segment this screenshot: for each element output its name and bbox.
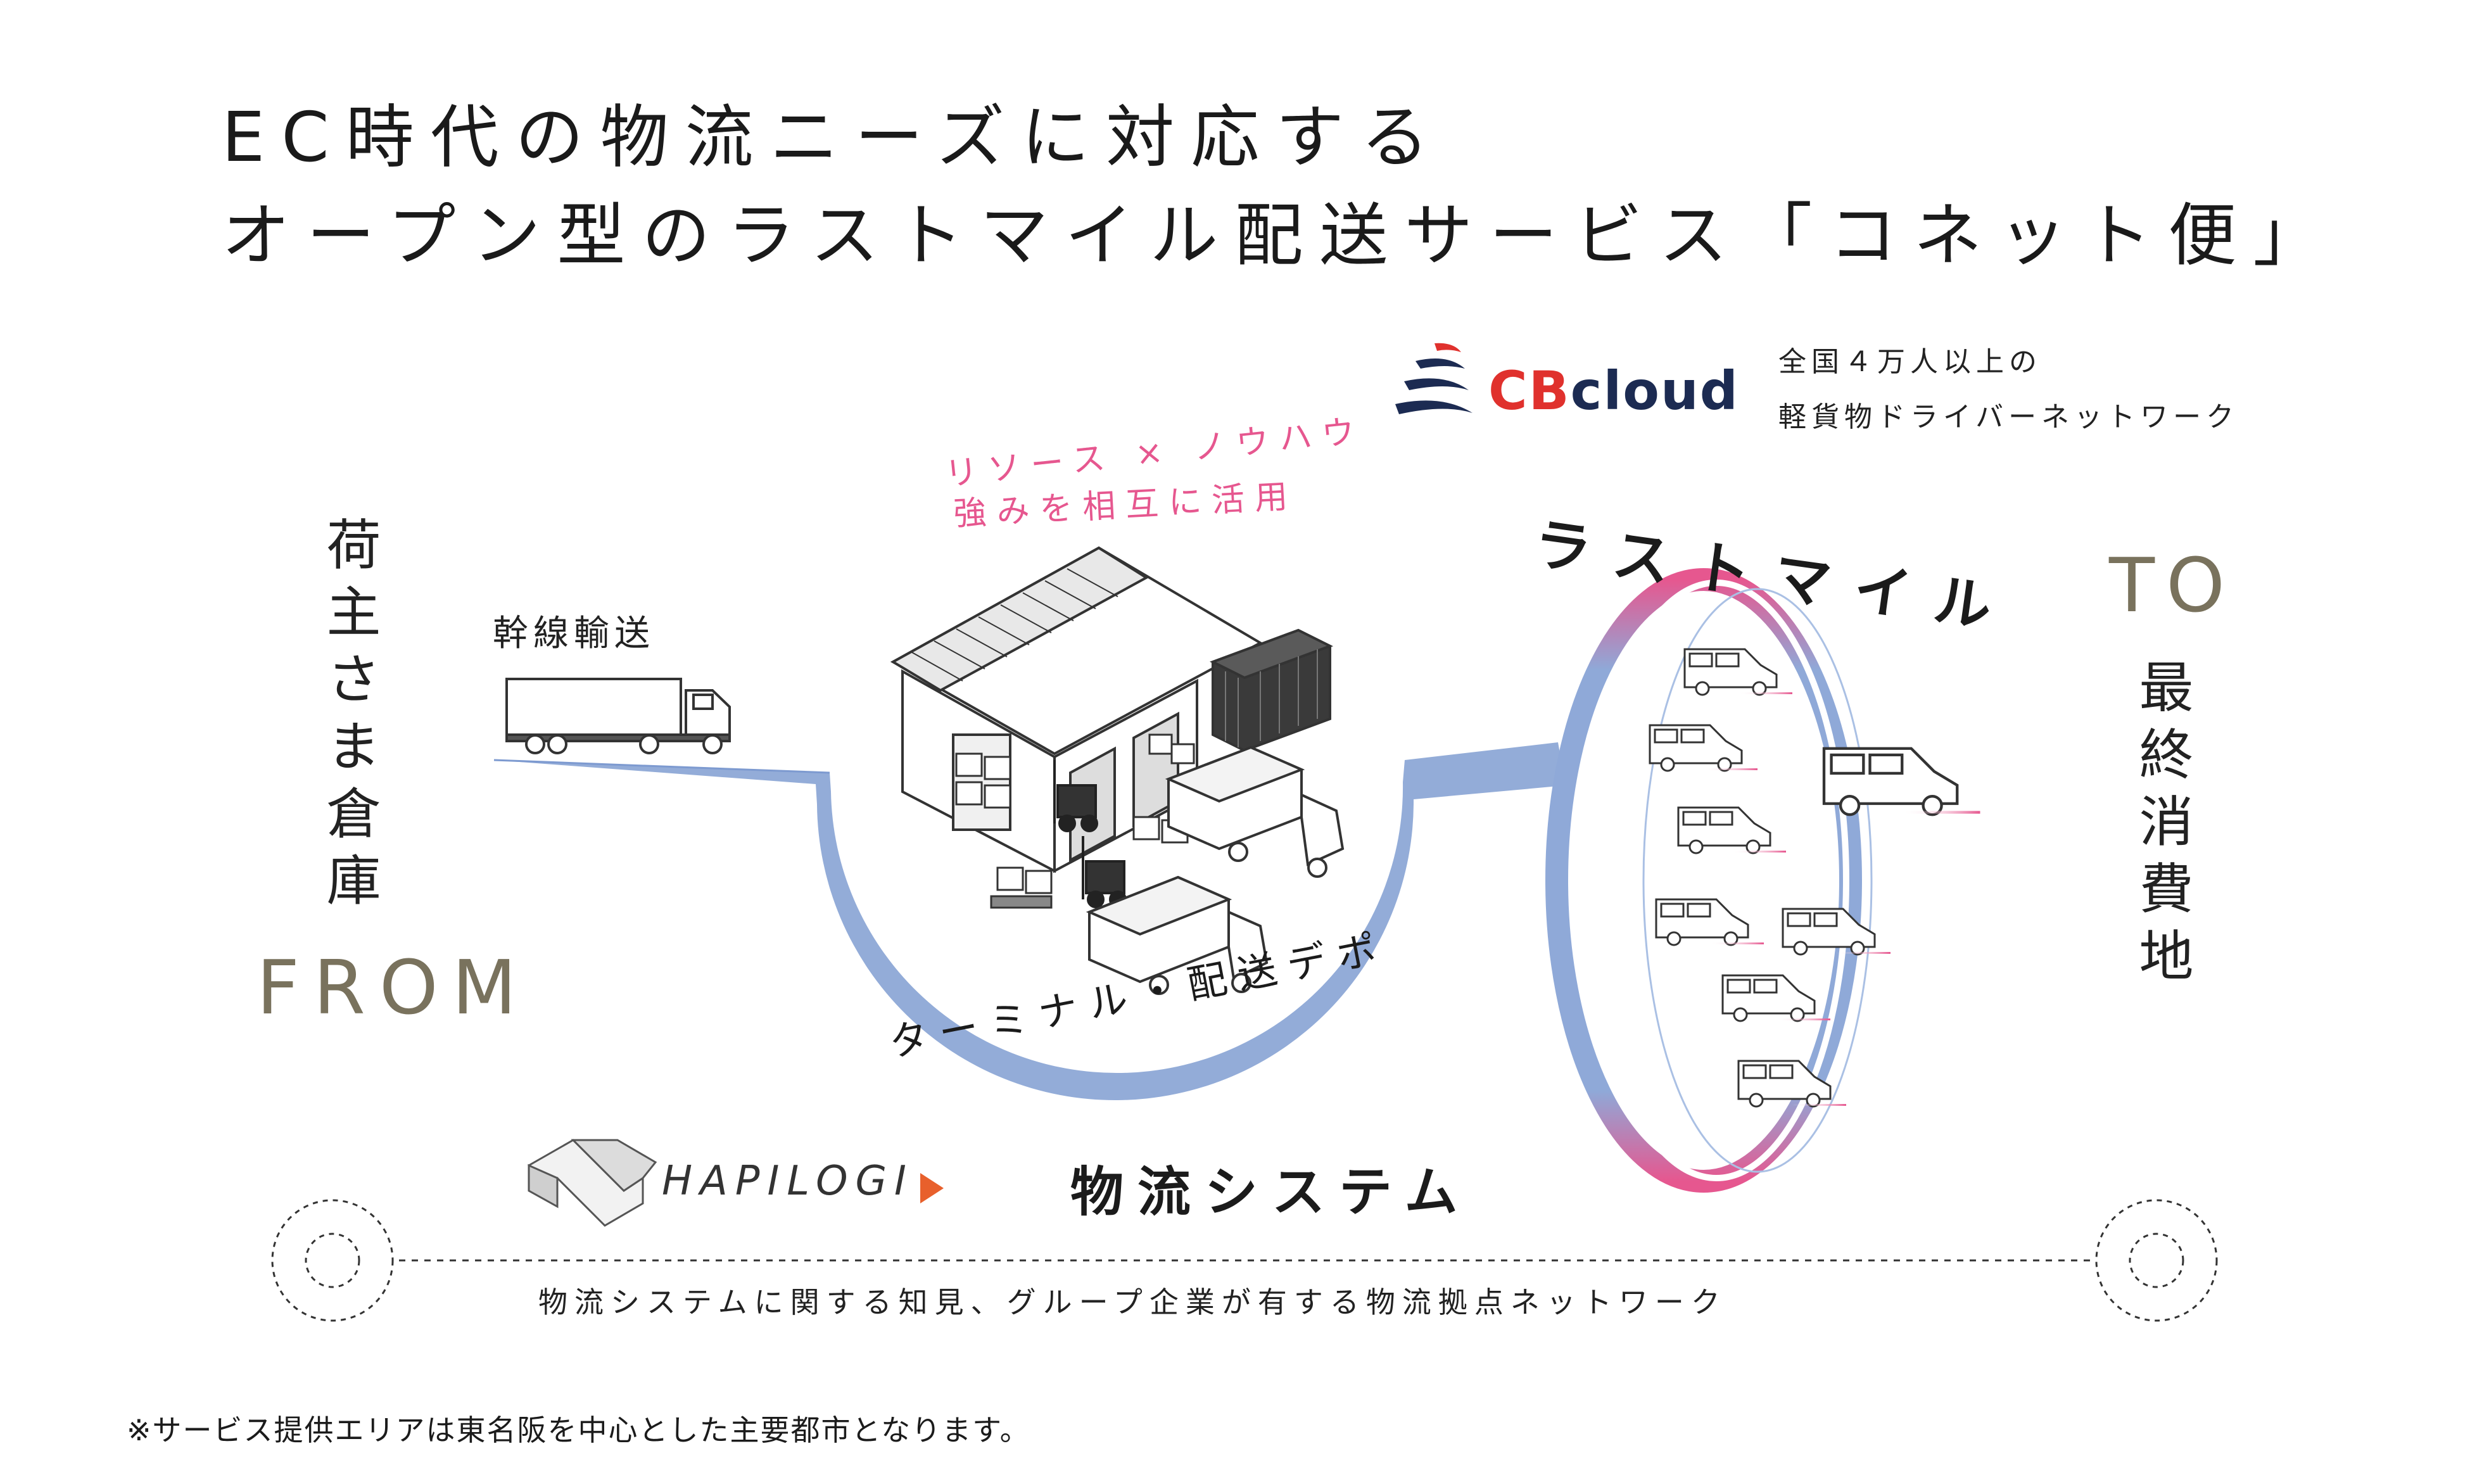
truck-icon bbox=[505, 678, 731, 754]
flow-path bbox=[494, 742, 1566, 1101]
truck-icon bbox=[1086, 875, 1269, 995]
footnote: ※サービス提供エリアは東名阪を中心とした主要都市となります。 bbox=[127, 1413, 1030, 1447]
cbcloud-logo-icon bbox=[1395, 343, 1472, 414]
from-label: FROM bbox=[256, 944, 531, 1031]
cbcloud-desc-line-1: 全国４万人以上の bbox=[1778, 346, 2042, 378]
to-label: TO bbox=[2109, 542, 2236, 629]
warehouse-icon bbox=[890, 546, 1264, 873]
truck-icon bbox=[1165, 745, 1345, 878]
forklift-icon bbox=[1053, 760, 1127, 908]
hapilogi-arrow-icon bbox=[920, 1173, 944, 1203]
van-icon bbox=[1649, 648, 1980, 1108]
title-line-1: EC時代の物流ニーズに対応する bbox=[222, 98, 1446, 177]
hapilogi-logo-text: HAPILOGI bbox=[662, 1158, 914, 1205]
cbcloud-logo: CBcloud bbox=[1390, 336, 1738, 437]
system-label: 物流システム bbox=[1070, 1161, 1472, 1223]
title-line-2: オープン型のラストマイル配送サービス「コネット便」 bbox=[222, 196, 2338, 276]
last-mile-ring bbox=[1545, 568, 1873, 1193]
trunk-label: 幹線輸送 bbox=[493, 613, 655, 654]
hapilogi-logo-icon bbox=[528, 1139, 657, 1227]
cbcloud-logo-cloud: cloud bbox=[1570, 360, 1739, 422]
consumer-label: 最終消費地 bbox=[2129, 659, 2193, 994]
cbcloud-logo-cb: CB bbox=[1488, 360, 1571, 422]
node-circle-icon bbox=[271, 1199, 394, 1322]
shipper-label: 荷主さま倉庫 bbox=[317, 516, 380, 919]
network-desc: 物流システムに関する知見、グループ企業が有する物流拠点ネットワーク bbox=[538, 1285, 1727, 1319]
container-icon bbox=[1209, 628, 1334, 752]
cbcloud-desc-line-2: 軽貨物ドライバーネットワーク bbox=[1778, 401, 2239, 433]
node-circle-icon bbox=[2095, 1199, 2218, 1322]
